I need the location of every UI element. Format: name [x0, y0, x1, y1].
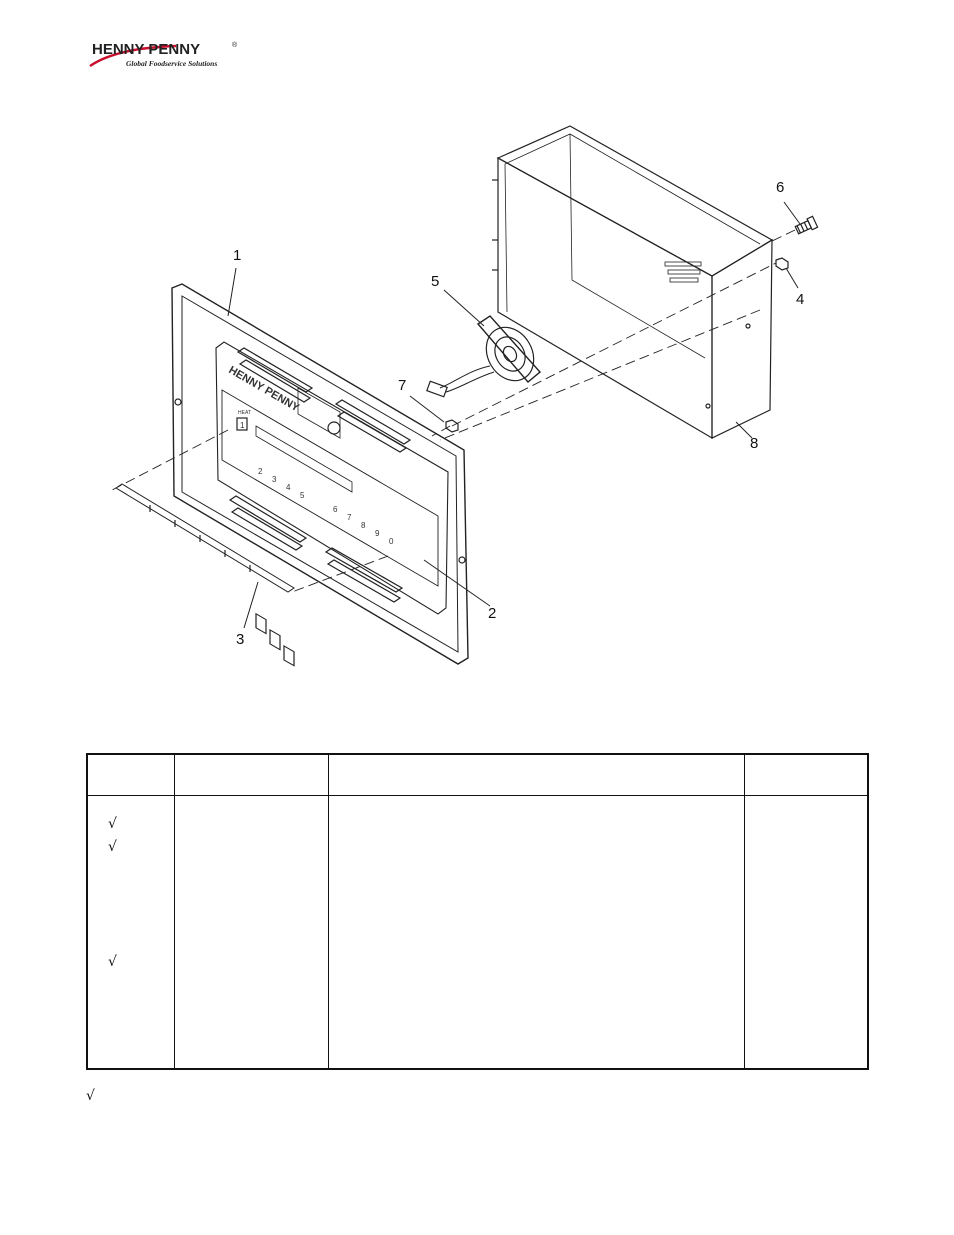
callout-leaders [227, 201, 801, 629]
overlay-label-strip [115, 483, 295, 593]
panel-key-5: 5 [300, 491, 305, 500]
panel-key-0: 0 [389, 537, 394, 546]
callout-7: 7 [398, 377, 406, 394]
table-header-divider [88, 795, 867, 796]
callout-6: 6 [776, 179, 784, 196]
panel-heat-label: HEAT [238, 410, 251, 416]
callout-3: 3 [236, 631, 244, 648]
logo-tagline: Global Foodservice Solutions [126, 59, 217, 68]
panel-brand-label: HENNY PENNY [227, 364, 302, 414]
exploded-parts-diagram: HENNY PENNY HEAT 1 2 3 4 5 6 7 8 9 0 1 2… [0, 120, 954, 680]
table-column-divider [744, 755, 745, 1068]
callout-5: 5 [431, 273, 439, 290]
panel-key-3: 3 [272, 475, 277, 484]
footnote-mark: √ [86, 1088, 95, 1104]
panel-key-2: 2 [258, 467, 263, 476]
panel-key-9: 9 [375, 529, 380, 538]
recommended-part-mark: √ [108, 954, 117, 970]
panel-key-6: 6 [333, 505, 338, 514]
table-column-divider [174, 755, 175, 1068]
panel-key-7: 7 [347, 513, 352, 522]
front-control-panel [171, 283, 469, 667]
callout-4: 4 [796, 291, 804, 308]
panel-key-4: 4 [286, 483, 291, 492]
panel-key-1: 1 [240, 421, 245, 430]
table-column-divider [328, 755, 329, 1068]
logo-registered: ® [232, 41, 238, 49]
recommended-part-mark: √ [108, 816, 117, 832]
hardware-fasteners [445, 215, 819, 433]
recommended-part-mark: √ [108, 839, 117, 855]
henny-penny-logo: HENNY PENNY ® Global Foodservice Solutio… [86, 36, 246, 76]
speaker [426, 315, 542, 398]
assembly-lines [111, 229, 796, 593]
callout-8: 8 [750, 435, 758, 452]
callout-1: 1 [233, 247, 241, 264]
control-enclosure-box [492, 125, 774, 440]
parts-list-table: √ √ √ [86, 753, 869, 1070]
callout-2: 2 [488, 605, 496, 622]
panel-key-8: 8 [361, 521, 366, 530]
logo-brand: HENNY PENNY [92, 41, 200, 58]
